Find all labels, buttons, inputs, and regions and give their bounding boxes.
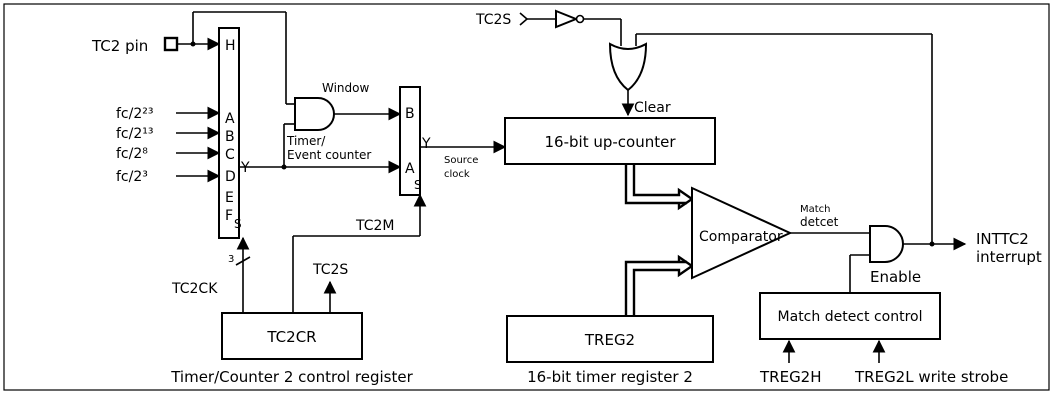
selector-input-c: C [225, 147, 235, 163]
selector-input-a: A [225, 111, 235, 127]
treg2-block [506, 315, 714, 363]
source-clock-label-2: clock [444, 169, 470, 180]
tc2s-inverter [555, 9, 579, 29]
selector-select-s: S [234, 217, 242, 231]
up-counter-label: 16-bit up-counter [545, 133, 677, 151]
selector-input-e: E [225, 190, 234, 206]
clear-or-gate [608, 42, 648, 92]
up-counter-block [504, 117, 716, 165]
tc2s-bottom-label: TC2S [312, 262, 348, 278]
interrupt-and-gate [869, 225, 904, 263]
selector-input-h: H [225, 38, 236, 54]
clock-input-2: fc/2¹³ [116, 126, 153, 142]
clock-input-4: fc/2³ [116, 169, 148, 185]
comparator-label: Comparator [699, 229, 783, 245]
mux-output-y: Y [421, 136, 431, 152]
tc2m-label: TC2M [355, 218, 395, 234]
source-clock-label-1: Source [444, 155, 478, 166]
match-detect-control-block [759, 292, 941, 340]
treg2l-label: TREG2L write strobe [854, 368, 1008, 386]
window-and-gate [294, 97, 335, 131]
tc2cr-caption: Timer/Counter 2 control register [170, 368, 413, 386]
match-detect-control-label: Match detect control [778, 309, 923, 325]
tc2s-top-label: TC2S [475, 12, 511, 28]
treg2-label: TREG2 [584, 331, 635, 349]
treg2h-label: TREG2H [759, 368, 822, 386]
mux-select-s: S [414, 178, 422, 192]
event-counter-label: Event counter [287, 148, 371, 162]
selector-input-b: B [225, 129, 235, 145]
source-clock-mux [399, 86, 421, 196]
enable-label: Enable [870, 268, 921, 286]
inttc2-label-1: INTTC2 [976, 230, 1029, 248]
tc2cr-label: TC2CR [266, 328, 316, 346]
clock-input-1: fc/2²³ [116, 106, 153, 122]
mux-input-a: A [405, 161, 415, 177]
diagram-frame [3, 3, 1050, 391]
inttc2-label-2: interrupt [976, 248, 1042, 266]
tc2-pin-label: TC2 pin [91, 37, 148, 55]
timer-label: Timer/ [286, 134, 326, 148]
selector-input-d: D [225, 169, 236, 185]
comparator-block [691, 186, 793, 280]
mux-input-b: B [405, 106, 415, 122]
tc2ck-bus-width: 3 [228, 254, 234, 265]
clear-label: Clear [634, 100, 671, 116]
tc2ck-label: TC2CK [171, 281, 218, 297]
tc2-pin-terminal [163, 36, 179, 52]
treg2-caption: 16-bit timer register 2 [527, 368, 693, 386]
match-label-2: detcet [800, 215, 839, 229]
match-label-1: Match [800, 204, 831, 215]
selector-output-y: Y [240, 160, 250, 176]
tc2cr-block [221, 312, 363, 360]
selector-input-f: F [225, 208, 233, 224]
clock-input-3: fc/2⁸ [116, 146, 148, 162]
window-label: Window [322, 81, 370, 95]
